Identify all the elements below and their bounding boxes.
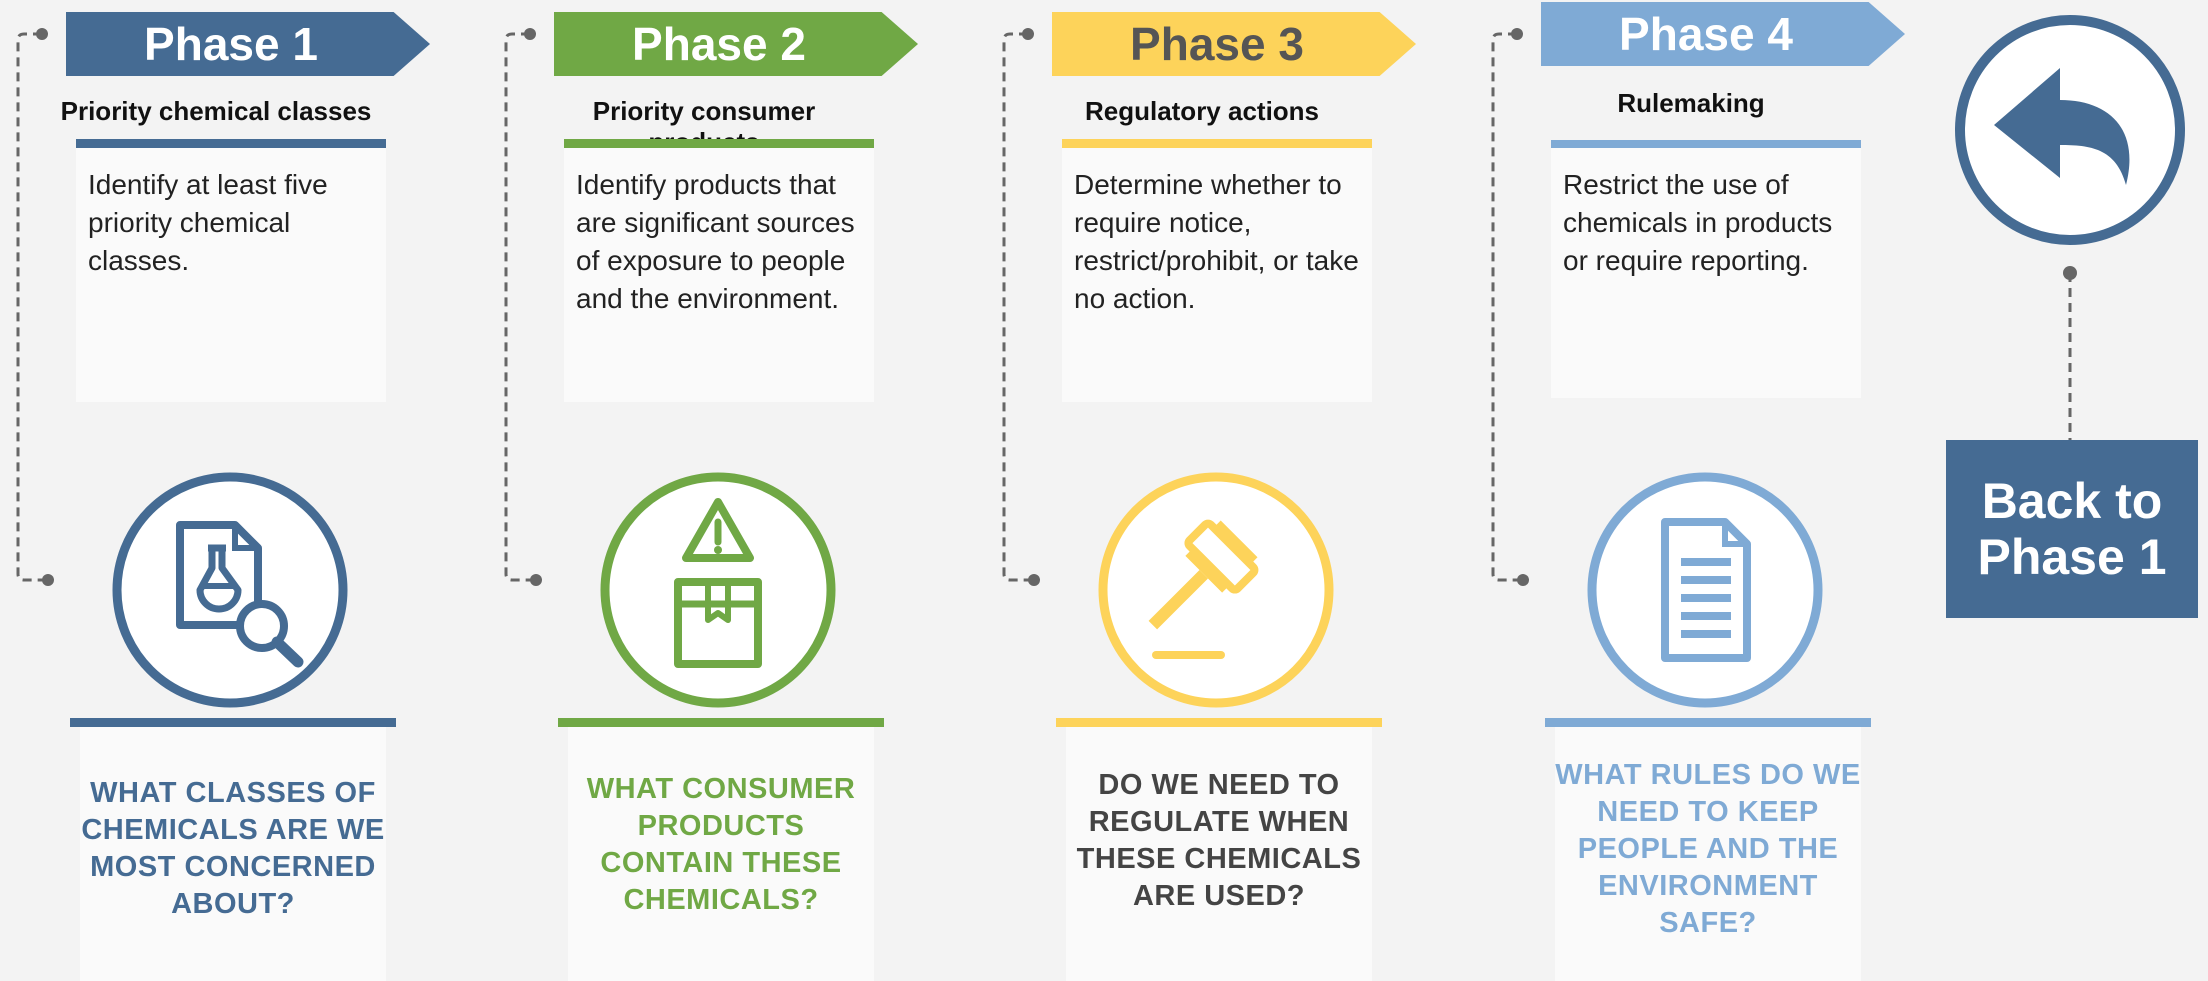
phase-3-banner[interactable]: Phase 3 xyxy=(1052,12,1416,76)
phase-3-subtitle: Regulatory actions xyxy=(1084,96,1320,126)
connector-dotted-line xyxy=(1002,28,1040,586)
phase-3-column: Phase 3 Regulatory actions Determine whe… xyxy=(986,0,1416,981)
phase-4-description: Restrict the use of chemicals in product… xyxy=(1551,148,1861,398)
phase-1-subtitle: Priority chemical classes xyxy=(60,96,372,126)
phase-1-banner-label: Phase 1 xyxy=(144,18,318,70)
phase-1-question: WHAT CLASSES OF CHEMICALS ARE WE MOST CO… xyxy=(80,727,386,981)
phase-2-description: Identify products that are significant s… xyxy=(564,148,874,402)
phase-3-question: DO WE NEED TO REGULATE WHEN THESE CHEMIC… xyxy=(1066,727,1372,981)
phase-2-question: WHAT CONSUMER PRODUCTS CONTAIN THESE CHE… xyxy=(568,727,874,981)
phase-2-column: Phase 2 Priority consumer products Ident… xyxy=(488,0,918,981)
phase-1-top-rule xyxy=(76,139,386,148)
phase-4-question: WHAT RULES DO WE NEED TO KEEP PEOPLE AND… xyxy=(1555,727,1861,981)
phase-3-banner-label: Phase 3 xyxy=(1130,18,1304,70)
back-connector-line xyxy=(2063,266,2077,440)
phase-4-subtitle: Rulemaking xyxy=(1617,88,1765,118)
phase-4-banner[interactable]: Phase 4 xyxy=(1541,2,1905,66)
phase-2-top-rule xyxy=(564,139,874,148)
phase-4-column: Phase 4 Rulemaking Restrict the use of c… xyxy=(1475,0,1905,981)
document-icon xyxy=(1587,472,1823,708)
connector-dotted-line xyxy=(504,28,542,586)
phase-2-banner[interactable]: Phase 2 xyxy=(554,12,918,76)
phase-2-banner-label: Phase 2 xyxy=(632,18,806,70)
phase-1-banner[interactable]: Phase 1 xyxy=(66,12,430,76)
warning-box-icon xyxy=(600,472,836,708)
back-button-line-1: Back to xyxy=(1981,473,2163,529)
phase-1-column: Phase 1 Priority chemical classes Identi… xyxy=(0,0,430,981)
gavel-icon xyxy=(1098,472,1334,708)
back-button-line-2: Phase 1 xyxy=(1977,529,2167,585)
connector-dotted-line xyxy=(16,28,54,586)
phase-4-bottom-rule xyxy=(1545,718,1871,727)
phase-3-bottom-rule xyxy=(1056,718,1382,727)
phase-3-description: Determine whether to require notice, res… xyxy=(1062,148,1372,402)
connector-dotted-line xyxy=(1491,28,1529,586)
back-to-phase-1-button[interactable]: Back to Phase 1 xyxy=(1946,440,2198,618)
chemical-document-magnifier-icon xyxy=(112,472,348,708)
phase-4-top-rule xyxy=(1551,140,1861,149)
phase-1-description: Identify at least five priority chemical… xyxy=(76,148,386,402)
phase-1-bottom-rule xyxy=(70,718,396,727)
phase-4-banner-label: Phase 4 xyxy=(1619,8,1793,60)
phase-3-top-rule xyxy=(1062,139,1372,148)
back-arrow-icon[interactable] xyxy=(1950,10,2190,250)
phase-2-bottom-rule xyxy=(558,718,884,727)
